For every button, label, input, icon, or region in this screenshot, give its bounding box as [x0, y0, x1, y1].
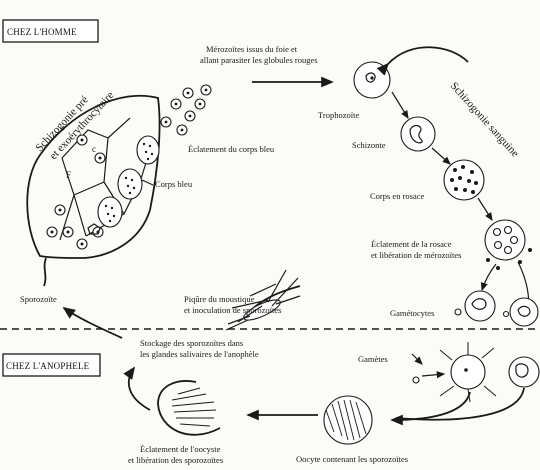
oocyst-burst-caption-1: Éclatement de l'oocyste: [140, 444, 221, 454]
loop-return-arrow: [388, 47, 468, 64]
blue-body-label: Corps bleu: [155, 179, 193, 189]
trophozoite-cell: [354, 62, 390, 98]
oocyst-cell: [324, 396, 372, 444]
human-section-label: CHEZ L'HOMME: [7, 27, 77, 37]
rosette-burst-cell: [485, 220, 532, 270]
liver-letter-c: c: [92, 144, 96, 154]
storage-caption-2: les glandes salivaires de l'anophèle: [140, 349, 259, 359]
zygote-to-oocyst-arrow: [392, 392, 470, 420]
bite-caption-1: Piqûre du moustique: [184, 294, 255, 304]
gametocytes-label: Gamétocytes: [390, 308, 434, 318]
merozoites-caption-2: allant parasiter les globules rouges: [200, 55, 318, 65]
burst-to-storage-arrow: [129, 368, 150, 410]
schizont-cell: [401, 117, 435, 151]
schizont-label: Schizonte: [352, 140, 386, 150]
human-section-box: CHEZ L'HOMME: [3, 20, 98, 42]
schizont-to-rosette-arrow: [432, 148, 450, 164]
storage-to-sporozoite-arrow: [64, 308, 122, 338]
burst-to-gametocyte-arrow-2: [482, 264, 496, 290]
storage-caption-1: Stockage des sporozoïtes dans: [140, 338, 243, 348]
gamete-cells: [412, 342, 539, 402]
troph-to-schizont-arrow: [392, 92, 408, 118]
sporozoite-label: Sporozoïte: [20, 294, 57, 304]
gametocyte-cells: [455, 291, 538, 326]
rosette-cell: [444, 160, 484, 200]
sporozoite-shape: [44, 258, 46, 286]
rosette-to-burst-arrow: [478, 198, 492, 220]
oocyst-burst-caption-2: et libération des sporozoïtes: [128, 455, 223, 465]
trophozoite-label: Trophozoïte: [318, 110, 359, 120]
oocyst-label: Oocyte contenant les sporozoïtes: [296, 454, 408, 464]
rosette-label: Corps en rosace: [370, 191, 425, 201]
rosette-burst-caption-2: et libération de mérozoïtes: [371, 250, 461, 260]
oocyst-burst-cell: [158, 381, 220, 435]
released-merozoites: [161, 85, 211, 135]
anopheles-section-box: CHEZ L'ANOPHELE: [3, 354, 100, 376]
bite-caption-2: et inoculation de sporozoïtes: [184, 305, 282, 315]
merozoites-caption-1: Mérozoïtes issus du foie et: [206, 44, 298, 54]
anopheles-section-label: CHEZ L'ANOPHELE: [6, 361, 90, 371]
blood-cycle-title: Schizogonie sanguine: [448, 80, 521, 160]
zygote-merge-arrow: [396, 388, 524, 420]
blue-body-pointer: [142, 180, 153, 185]
rosette-burst-caption-1: Éclatement de la rosace: [371, 239, 452, 249]
liver-letter-F: F: [66, 170, 71, 180]
gametes-label: Gamètes: [358, 354, 388, 364]
blue-body-burst-label: Éclatement du corps bleu: [188, 144, 275, 154]
